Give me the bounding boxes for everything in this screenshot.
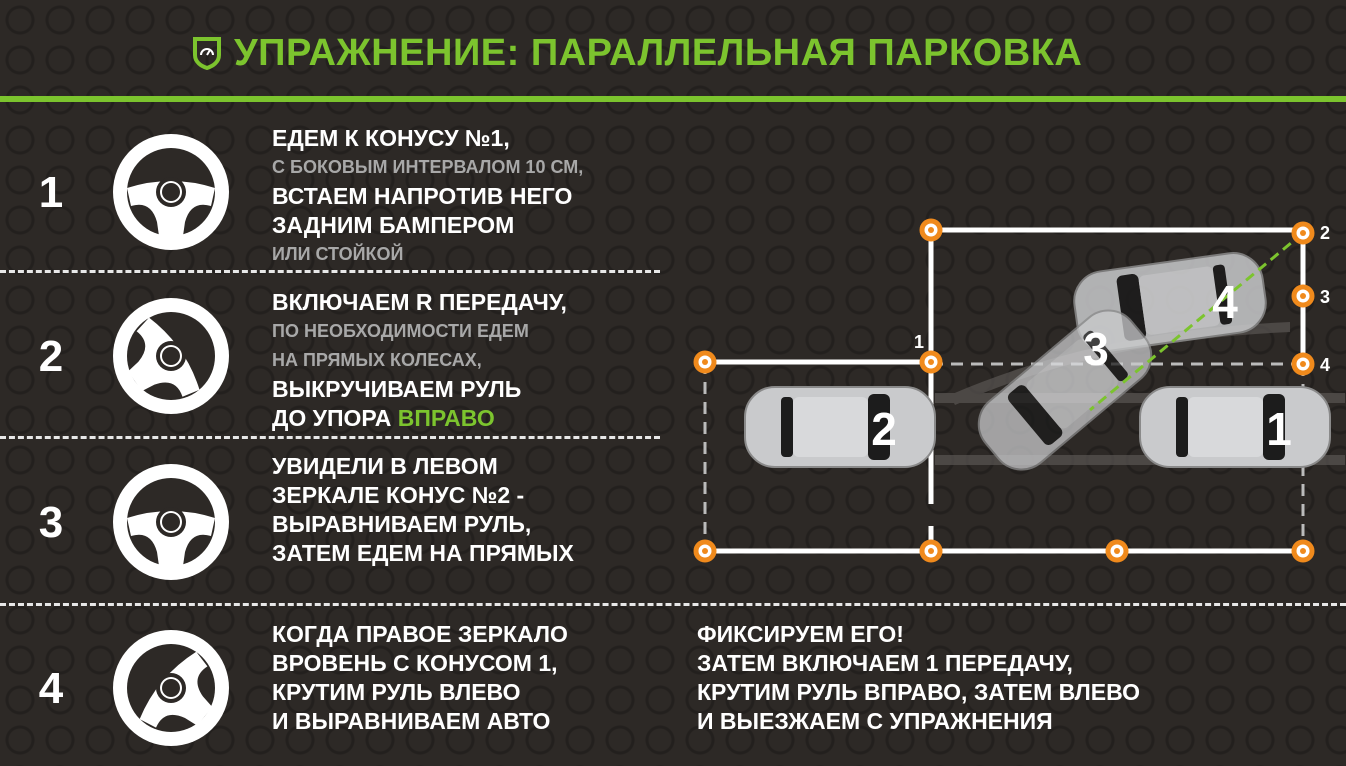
- page-title: УПРАЖНЕНИЕ: ПАРАЛЛЕЛЬНАЯ ПАРКОВКА: [234, 31, 1083, 74]
- car-label: 3: [1083, 323, 1109, 375]
- steering-wheel-icon: [113, 464, 229, 580]
- speedometer-shield-icon: [193, 37, 221, 70]
- step-number: 4: [38, 664, 64, 713]
- tire-tracks: [935, 322, 1345, 465]
- divider: [0, 436, 660, 439]
- car-1: [1139, 386, 1331, 468]
- steering-wheel-turned-icon: [113, 298, 229, 414]
- mirror-sightline: [1089, 231, 1304, 412]
- car-3: [965, 297, 1165, 483]
- header: УПРАЖНЕНИЕ: ПАРАЛЛЕЛЬНАЯ ПАРКОВКА: [192, 28, 1082, 78]
- cone-label: 2: [1320, 223, 1330, 243]
- step-number: 3: [38, 498, 64, 547]
- title-underline: [0, 96, 1346, 102]
- cone-label: 4: [1320, 355, 1330, 375]
- step-4-text-continued: ФИКСИРУЕМ ЕГО!ЗАТЕМ ВКЛЮЧАЕМ 1 ПЕРЕДАЧУ,…: [697, 621, 1141, 734]
- car-2: [744, 386, 936, 468]
- step-number: 1: [38, 168, 64, 217]
- car-label: 4: [1212, 276, 1238, 328]
- cone-label: 3: [1320, 287, 1330, 307]
- step-2-text: ВКЛЮЧАЕМ R ПЕРЕДАЧУ,ПО НЕОБХОДИМОСТИ ЕДЕ…: [272, 289, 567, 431]
- car-label: 1: [1266, 403, 1292, 455]
- cone-label: 1: [914, 332, 924, 352]
- parking-lines: [705, 227, 1306, 554]
- step-1-text: ЕДЕМ К КОНУСУ №1,С БОКОВЫМ ИНТЕРВАЛОМ 10…: [272, 125, 584, 264]
- step-number: 2: [38, 332, 64, 381]
- car-label: 2: [871, 403, 897, 455]
- divider: [0, 603, 1346, 606]
- steering-wheel-icon: [113, 134, 229, 250]
- steering-wheel-turned-left-icon: [113, 630, 229, 746]
- divider: [0, 270, 660, 273]
